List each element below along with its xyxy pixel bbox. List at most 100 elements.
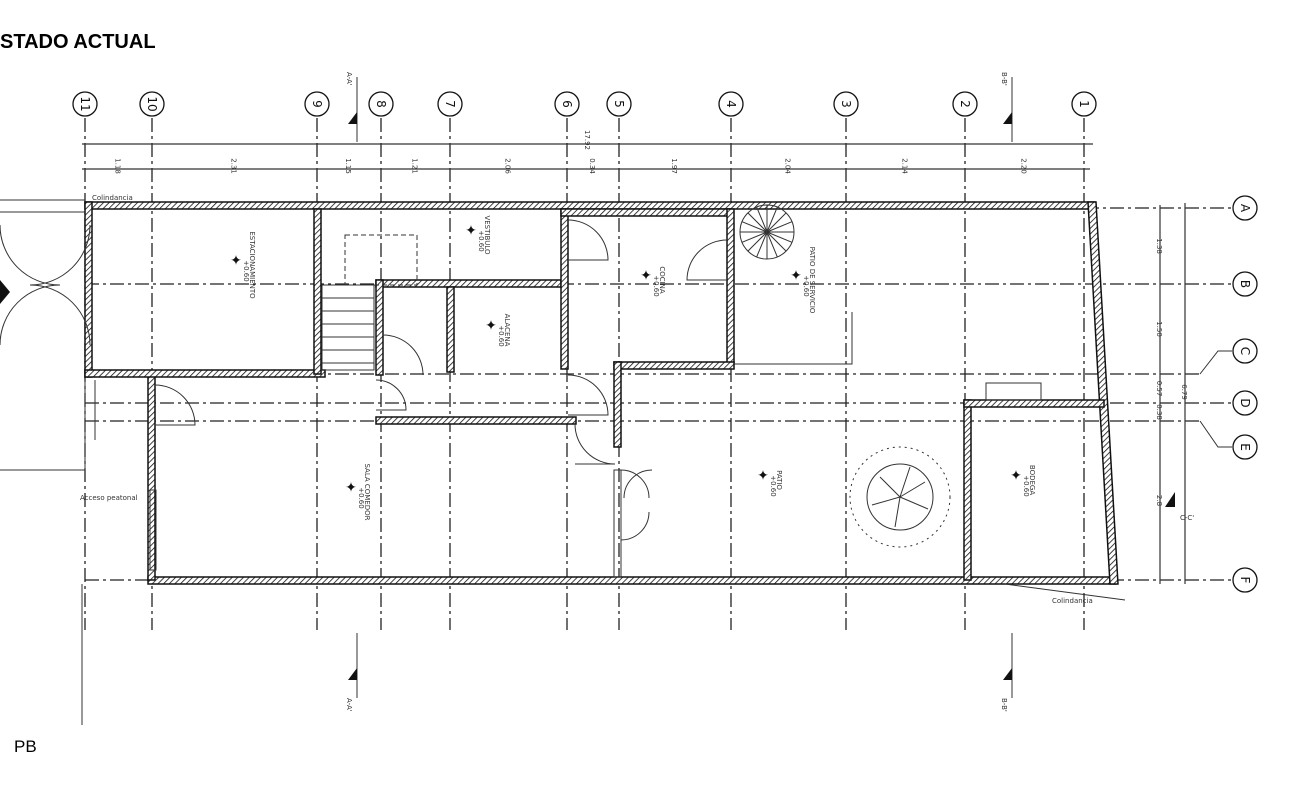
room-label: ✦COCINA+0.60 [640, 266, 666, 296]
spiral-stair [739, 204, 795, 260]
walls [0, 199, 1126, 725]
wall [375, 279, 384, 376]
room-name: PATIO [775, 470, 783, 490]
row-axis-label: F [1238, 577, 1252, 584]
wall [613, 361, 622, 448]
wall [313, 208, 322, 375]
room-level: +0.60 [652, 275, 660, 296]
wall [84, 201, 93, 378]
section-marker-icon [348, 112, 357, 124]
column-dim: 2.20 [1020, 158, 1028, 174]
room-label: ✦BODEGA+0.60 [1010, 465, 1036, 497]
column-dim: 0.34 [588, 158, 596, 174]
column-axis-bubble [304, 91, 330, 117]
row-axis-bubble [1232, 338, 1258, 364]
total-depth-dim: 6.79 [1180, 384, 1188, 400]
room-label: ✦ PATIO DE SERVICIO+0.60 [790, 247, 816, 314]
room-label: ✦ VESTIBULO+0.60 [465, 215, 491, 255]
room-level: +0.60 [802, 275, 810, 296]
row-dim: 2.8 [1155, 495, 1163, 506]
column-dim: 2.04 [784, 158, 792, 174]
colindancia-note-top: Colindancia [92, 194, 133, 202]
column-dim: 1.97 [670, 158, 678, 174]
wall [613, 361, 735, 370]
room-level: +0.60 [1022, 475, 1030, 496]
section-label: C-C' [1180, 514, 1194, 522]
level-marker-icon: ✦ [485, 317, 497, 333]
section-marker-icon [1003, 112, 1012, 124]
column-dim: 1.21 [411, 158, 419, 174]
wall [375, 416, 577, 425]
wall [84, 369, 326, 378]
wall [375, 279, 562, 288]
total-width-dim: 17.92 [583, 130, 591, 150]
row-axis-bubble [1232, 434, 1258, 460]
section-marker-icon [1003, 668, 1012, 680]
room-level: +0.60 [242, 260, 250, 281]
wall [560, 208, 569, 370]
access-note: Acceso peatonal [80, 494, 138, 502]
wall [560, 208, 732, 217]
column-axis-label: 8 [374, 100, 388, 108]
column-axis-bubble [437, 91, 463, 117]
column-dim: 2.31 [230, 158, 238, 174]
room-label: ✦PATIO+0.60 [757, 467, 783, 497]
column-axis-label: 6 [560, 100, 574, 108]
row-dim: 1.50 [1155, 321, 1163, 337]
wall [1087, 201, 1119, 585]
plan-title: STADO ACTUAL [0, 31, 156, 53]
row-axis-bubble [1232, 271, 1258, 297]
section-label: B-B' [1000, 72, 1008, 86]
stairs [321, 234, 418, 371]
row-axis-label: A [1238, 204, 1252, 213]
wall [726, 208, 735, 365]
column-dim: 1.15 [344, 158, 352, 174]
room-level: +0.60 [357, 487, 365, 508]
column-axis-bubble [833, 91, 859, 117]
room-label: ✦ SALA COMEDOR+0.60 [345, 463, 371, 520]
level-marker-icon: ✦ [1010, 467, 1022, 483]
column-dim: 2.14 [901, 158, 909, 174]
column-axis-label: 2 [958, 100, 972, 108]
level-marker-icon: ✦ [230, 252, 242, 268]
room-name: ALACENA [503, 314, 511, 347]
column-axis-label: 4 [724, 100, 738, 108]
room-label: ✦ ESTACIONAMIENTO+0.60 [230, 231, 256, 299]
level-label: PB [14, 737, 37, 756]
wall [963, 399, 972, 581]
wall [446, 286, 455, 373]
column-axis-bubble [952, 91, 978, 117]
room-level: +0.60 [497, 325, 505, 346]
room-name: PATIO DE SERVICIO [808, 247, 816, 314]
room-level: +0.60 [769, 475, 777, 496]
colindancia-note: Colindancia [1052, 597, 1093, 605]
section-marker-icon [1165, 492, 1175, 507]
room-name: VESTIBULO [483, 215, 491, 255]
column-dim: 1.18 [114, 158, 122, 174]
column-axis-bubble [606, 91, 632, 117]
room-label: ✦ ALACENA+0.60 [485, 314, 511, 347]
wall [84, 201, 1096, 210]
wall [147, 374, 156, 581]
room-name: SALA COMEDOR [363, 463, 371, 520]
column-axis-label: 9 [310, 100, 324, 108]
row-axis-label: E [1238, 443, 1252, 451]
row-axis-label: D [1238, 398, 1252, 407]
section-label: B-B' [1000, 698, 1008, 712]
level-marker-icon: ✦ [790, 267, 802, 283]
wall [963, 399, 1105, 408]
level-marker-icon: ✦ [465, 222, 477, 238]
section-marker-icon [348, 668, 357, 680]
row-axis-bubble [1232, 567, 1258, 593]
room-level: +0.60 [477, 230, 485, 251]
room-name: ESTACIONAMIENTO [248, 231, 256, 299]
level-marker-icon: ✦ [640, 267, 652, 283]
level-marker-icon: ✦ [345, 479, 357, 495]
column-axis-bubble [1071, 91, 1097, 117]
column-axis-label: 11 [78, 96, 92, 111]
row-dim: 1.38 [1155, 238, 1163, 254]
row-axis-label: C [1238, 347, 1252, 355]
column-axis-label: 3 [839, 100, 853, 108]
column-axis-label: 10 [145, 96, 159, 111]
